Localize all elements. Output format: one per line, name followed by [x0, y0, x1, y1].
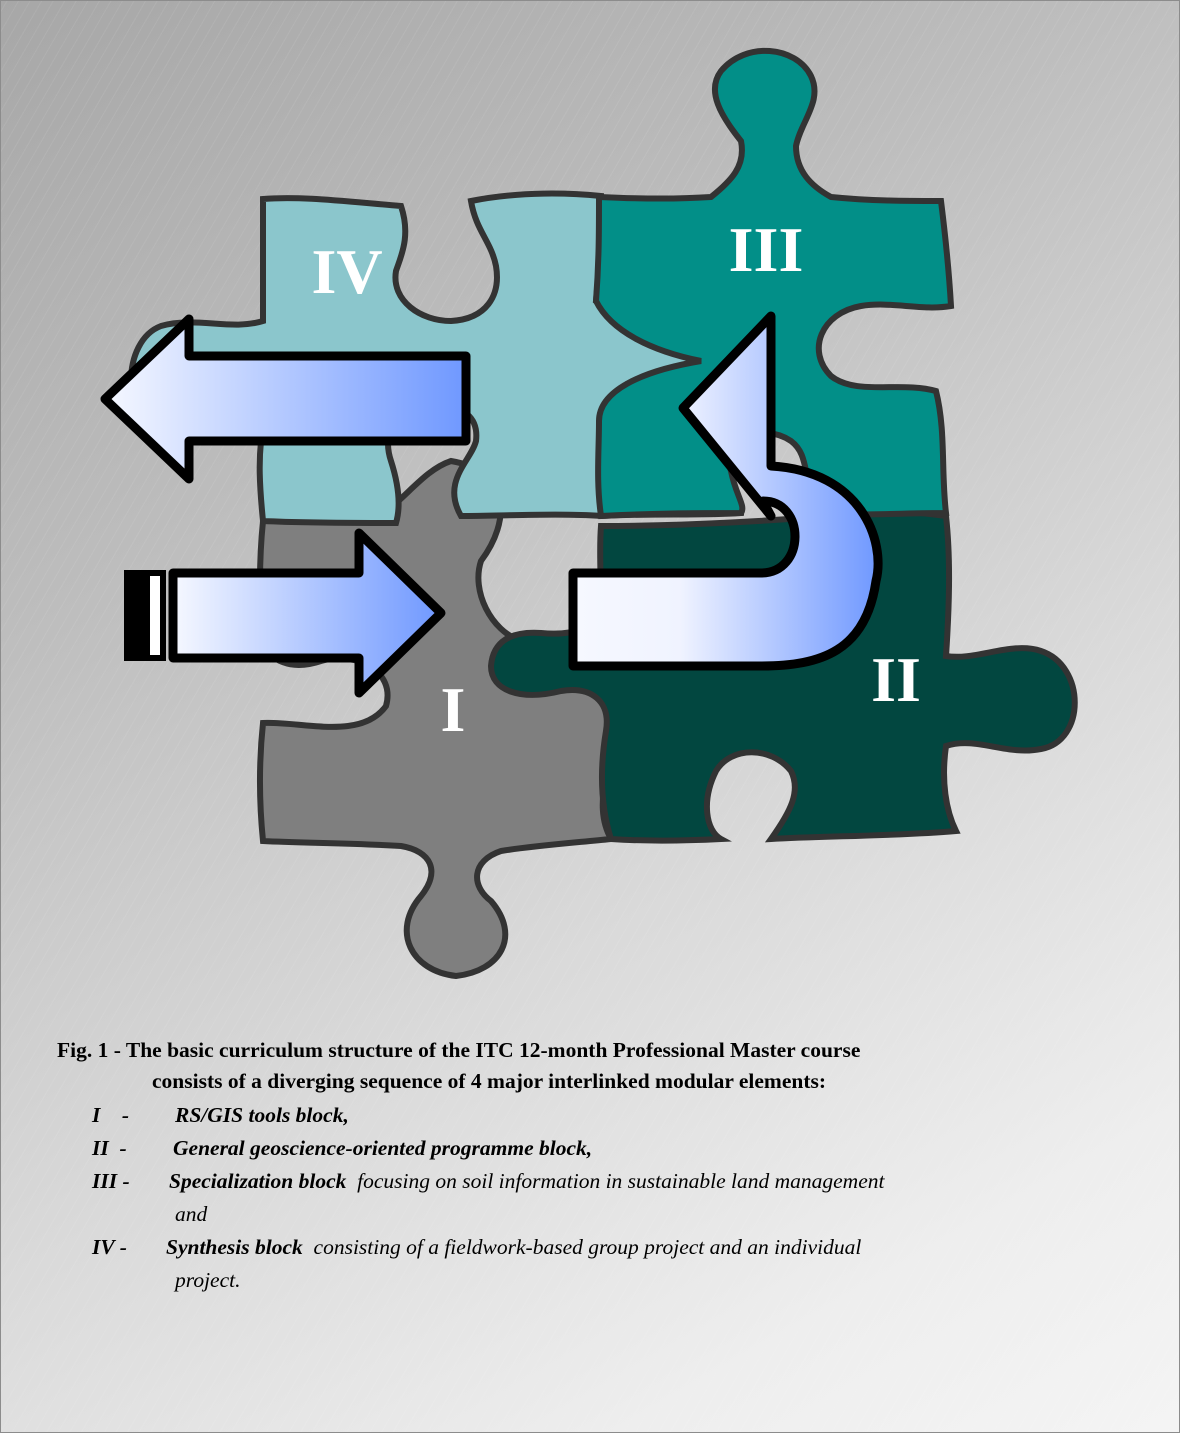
item-title: Synthesis block — [166, 1235, 303, 1259]
item-text: consisting of a fieldwork-based group pr… — [313, 1235, 862, 1259]
caption-item-iv: IV - Synthesis block consisting of a fie… — [92, 1231, 1167, 1297]
puzzle-diagram: IV III II I — [100, 48, 1078, 980]
caption-item-i: I - RS/GIS tools block, — [92, 1099, 1167, 1132]
arrow-left-output — [100, 314, 471, 484]
figure-caption: Fig. 1 - The basic curriculum structure … — [57, 1035, 1167, 1297]
caption-continuation: consists of a diverging sequence of 4 ma… — [152, 1069, 827, 1093]
arrow-right-input — [124, 528, 446, 698]
item-title: General geoscience-oriented programme bl… — [173, 1136, 593, 1160]
caption-item-iii: III - Specialization block focusing on s… — [92, 1165, 1167, 1231]
item-number: I - — [92, 1103, 130, 1127]
caption-item-list: I - RS/GIS tools block, II - General geo… — [92, 1099, 1167, 1297]
label-block-iv: IV — [311, 236, 382, 307]
item-number: IV - — [92, 1235, 127, 1259]
item-text-continued: and — [175, 1202, 208, 1226]
item-title: RS/GIS tools block, — [175, 1103, 349, 1127]
item-title: Specialization block — [169, 1169, 347, 1193]
arrow-uturn — [568, 311, 883, 671]
label-block-i: I — [441, 674, 466, 745]
item-number: II - — [92, 1136, 127, 1160]
caption-lead: Fig. 1 - The basic curriculum structure … — [57, 1038, 861, 1062]
puzzle-piece-i — [257, 457, 616, 980]
item-text-continued: project. — [175, 1268, 241, 1292]
item-text: focusing on soil information in sustaina… — [357, 1169, 885, 1193]
item-number: III - — [92, 1169, 130, 1193]
label-block-iii: III — [729, 214, 804, 285]
caption-title: Fig. 1 - The basic curriculum structure … — [57, 1035, 1167, 1097]
label-block-ii: II — [871, 644, 921, 715]
caption-item-ii: II - General geoscience-oriented program… — [92, 1132, 1167, 1165]
